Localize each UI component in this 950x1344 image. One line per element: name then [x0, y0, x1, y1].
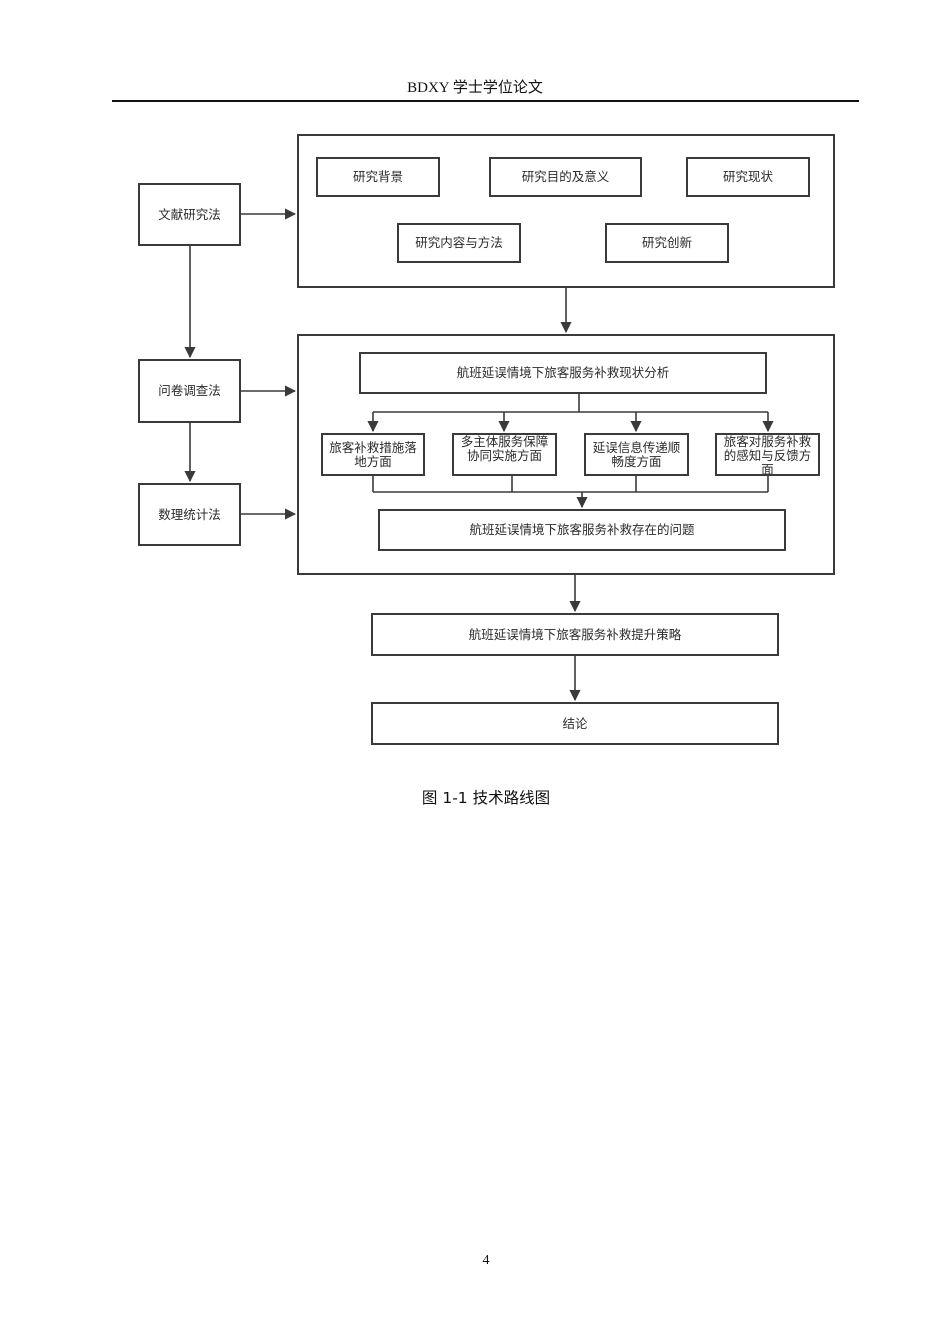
node-research-status: 研究现状 [686, 157, 810, 197]
page-number: 4 [482, 1253, 490, 1268]
research-group-container [297, 134, 835, 288]
header-rule [112, 100, 859, 102]
node-aspect-measures: 旅客补救措施落地方面 [321, 433, 425, 476]
node-improvement-strategy: 航班延误情境下旅客服务补救提升策略 [371, 613, 779, 656]
node-aspect-perception: 旅客对服务补救的感知与反馈方面 [715, 433, 820, 476]
method-statistics: 数理统计法 [138, 483, 241, 546]
figure-caption: 图 1-1 技术路线图 [421, 789, 551, 807]
node-aspect-information: 延误信息传递顺畅度方面 [584, 433, 689, 476]
node-research-background: 研究背景 [316, 157, 440, 197]
node-existing-problems: 航班延误情境下旅客服务补救存在的问题 [378, 509, 786, 551]
node-research-content: 研究内容与方法 [397, 223, 521, 263]
node-conclusion: 结论 [371, 702, 779, 745]
method-literature-research: 文献研究法 [138, 183, 241, 246]
node-research-innovation: 研究创新 [605, 223, 729, 263]
page-header: BDXY 学士学位论文 [407, 80, 543, 96]
node-current-analysis: 航班延误情境下旅客服务补救现状分析 [359, 352, 767, 394]
node-research-purpose: 研究目的及意义 [489, 157, 642, 197]
node-aspect-coordination: 多主体服务保障协同实施方面 [452, 433, 557, 476]
analysis-group-container [297, 334, 835, 575]
method-questionnaire: 问卷调查法 [138, 359, 241, 423]
